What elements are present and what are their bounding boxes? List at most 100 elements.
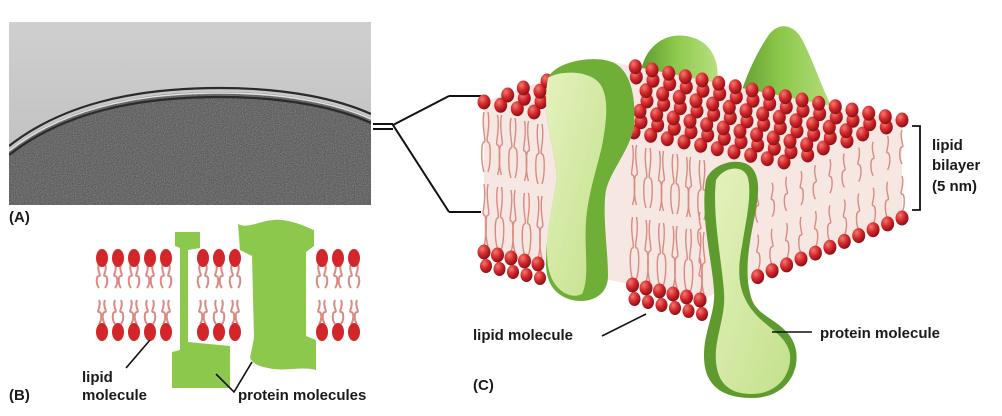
lipid-head bbox=[128, 323, 140, 341]
lipid-tail bbox=[220, 299, 226, 325]
lipid-head bbox=[862, 105, 876, 121]
lipid-head bbox=[794, 251, 808, 267]
lipid-head bbox=[895, 210, 909, 226]
lipid-tail bbox=[143, 299, 149, 325]
lipid-tail bbox=[339, 299, 345, 325]
lipid-head bbox=[677, 134, 691, 150]
lipid-head bbox=[878, 109, 892, 125]
lipid-head bbox=[680, 289, 693, 305]
lipid-tail bbox=[688, 228, 694, 292]
lipid-tail bbox=[535, 123, 540, 185]
lipid-head bbox=[727, 144, 741, 160]
lipid-head bbox=[693, 292, 707, 308]
lipid-head bbox=[823, 239, 837, 255]
bilayer-bracket bbox=[912, 125, 921, 211]
lipid-tail bbox=[785, 222, 790, 260]
lipid-tail bbox=[900, 175, 905, 213]
lipid-tail bbox=[202, 299, 208, 325]
lipid-head bbox=[756, 106, 770, 122]
lipid-tail bbox=[135, 263, 141, 289]
lipid-head bbox=[197, 323, 209, 341]
lipid-head bbox=[639, 83, 653, 99]
lipid-tail bbox=[167, 263, 173, 289]
lipid-tail bbox=[828, 159, 833, 194]
lipid-tail bbox=[196, 263, 202, 289]
lipid-head bbox=[96, 249, 108, 267]
lipid-head bbox=[477, 244, 491, 260]
lipid-tail bbox=[494, 186, 500, 250]
lipid-head bbox=[516, 80, 530, 96]
lipid-head bbox=[213, 323, 225, 341]
lipid-head bbox=[316, 249, 328, 267]
lipid-tail bbox=[214, 263, 220, 289]
lipid-tail bbox=[633, 144, 639, 206]
lipid-tail bbox=[521, 192, 527, 256]
cell-texture bbox=[9, 92, 371, 205]
lipid-head bbox=[678, 69, 692, 85]
lipid-tail bbox=[149, 263, 155, 289]
lipid-tail bbox=[321, 299, 327, 325]
lipid-head bbox=[733, 123, 747, 139]
membrane-tails bbox=[481, 111, 905, 295]
lipid-tail bbox=[698, 257, 703, 295]
lipid-tail bbox=[643, 147, 648, 209]
lipid-head bbox=[895, 112, 909, 128]
lipid-head bbox=[806, 116, 820, 132]
lipid-head bbox=[837, 233, 851, 249]
lipid-tail bbox=[540, 123, 545, 185]
lipid-head bbox=[672, 89, 686, 105]
lipid-head bbox=[491, 247, 504, 263]
lipid-tail bbox=[119, 299, 125, 325]
lipid-head bbox=[696, 307, 708, 321]
lipid-tail bbox=[508, 117, 513, 179]
lipid-head bbox=[527, 104, 541, 120]
panel-b-protein-label: protein molecules bbox=[238, 387, 366, 404]
lipid-head bbox=[706, 96, 720, 112]
schematic-protein-right bbox=[238, 219, 316, 370]
lipid-tail bbox=[683, 228, 689, 292]
lipid-head bbox=[628, 59, 642, 75]
lipid-head bbox=[739, 103, 753, 119]
lipid-tail bbox=[133, 299, 139, 325]
lipid-tail bbox=[323, 263, 329, 289]
lipid-tail bbox=[159, 263, 165, 289]
lipid-head bbox=[839, 123, 853, 139]
lipid-head bbox=[348, 249, 360, 267]
lipid-tail bbox=[812, 164, 817, 200]
protein-transmembrane-right bbox=[704, 161, 797, 398]
lipid-tail bbox=[212, 299, 218, 325]
lipid-head bbox=[213, 249, 225, 267]
lipid-head bbox=[777, 154, 791, 170]
lipid-tail bbox=[855, 193, 861, 230]
lipid-tail bbox=[661, 222, 667, 286]
lipid-head bbox=[745, 82, 759, 98]
lipid-head bbox=[828, 99, 842, 115]
lipid-tail bbox=[499, 186, 505, 250]
panel-c-leaders bbox=[601, 313, 812, 337]
lipid-tail bbox=[117, 263, 123, 289]
lipid-tail bbox=[228, 263, 234, 289]
lipid-tail bbox=[127, 263, 133, 289]
protein-transmembrane-left bbox=[546, 59, 635, 301]
lipid-head bbox=[744, 147, 758, 163]
lipid-head bbox=[795, 92, 809, 108]
lipid-head bbox=[316, 323, 328, 341]
lipid-head bbox=[660, 131, 674, 147]
lipid-tail bbox=[884, 181, 890, 219]
lipid-head bbox=[852, 228, 866, 244]
lipid-head bbox=[695, 72, 709, 88]
lipid-head bbox=[856, 126, 870, 142]
lipid-head bbox=[332, 323, 344, 341]
membrane-outer-line bbox=[9, 86, 371, 147]
lipid-head bbox=[160, 249, 172, 267]
lipid-tail bbox=[204, 263, 210, 289]
lipid-head bbox=[628, 292, 641, 306]
schematic-lipids bbox=[95, 249, 361, 341]
lipid-tail bbox=[799, 170, 804, 206]
lipid-tail bbox=[145, 263, 151, 289]
lipid-tail bbox=[234, 299, 240, 325]
lipid-tail bbox=[648, 147, 653, 209]
lipid-head bbox=[683, 113, 697, 129]
lipid-head bbox=[689, 93, 703, 109]
